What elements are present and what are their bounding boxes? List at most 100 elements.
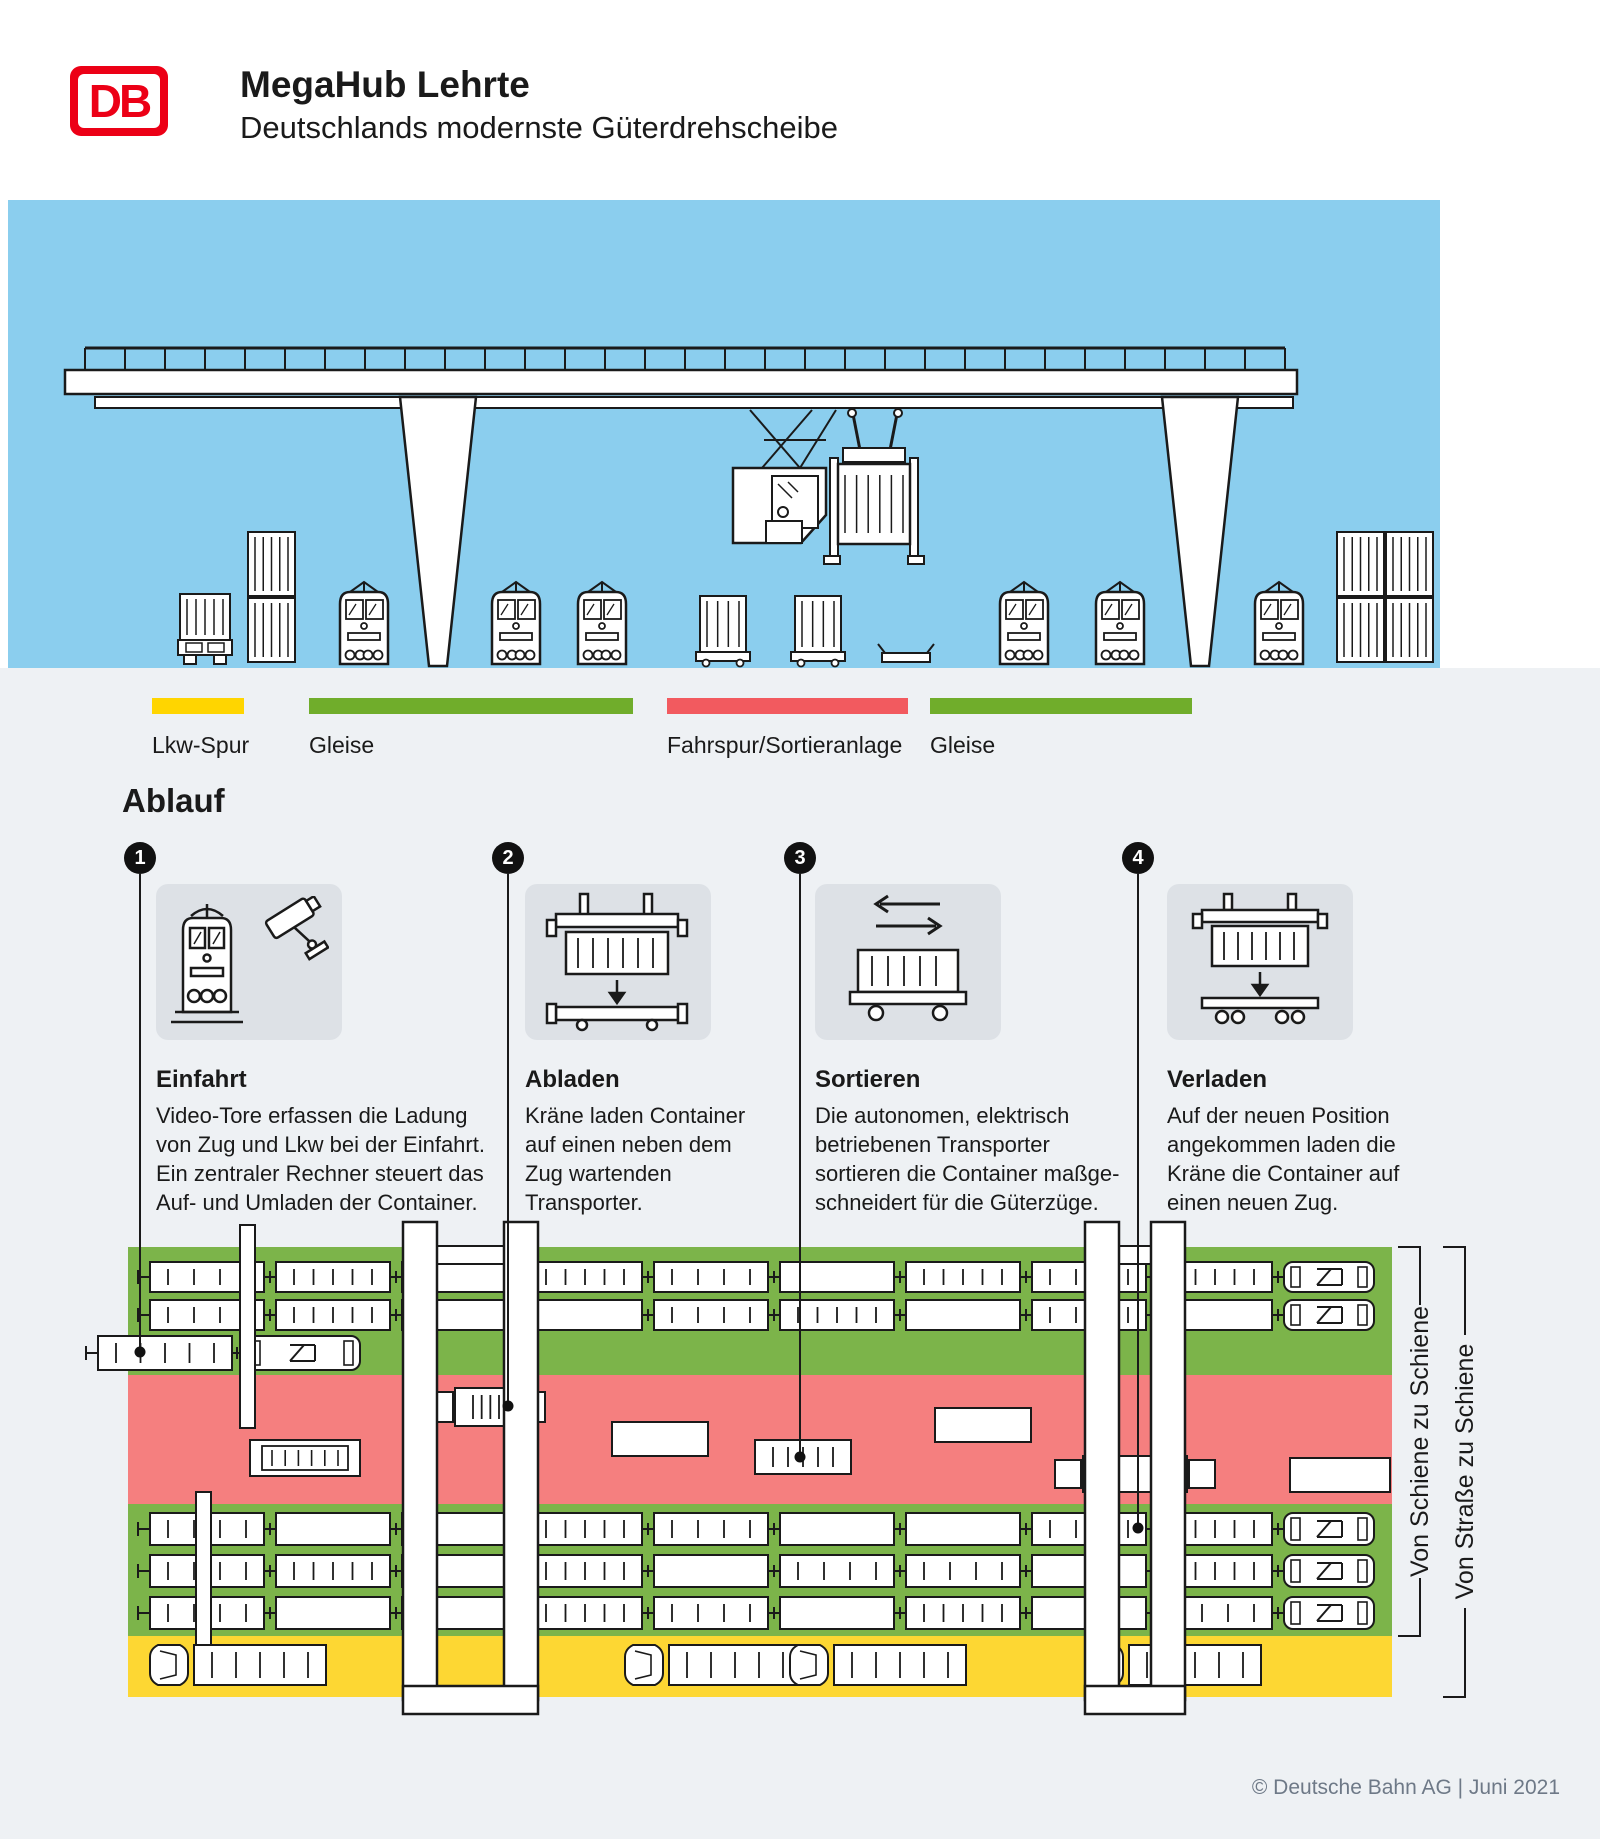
loco-wheel — [514, 649, 526, 661]
plan-wagon — [779, 1596, 895, 1630]
portal-crane-rail — [1083, 1220, 1121, 1702]
plan-loco — [1283, 1596, 1375, 1630]
plan-loco-pad — [1290, 1266, 1301, 1288]
plan-wagon — [275, 1596, 391, 1630]
plan-wagon — [653, 1596, 769, 1630]
loco-lamp — [512, 622, 520, 630]
portal-crane-rail — [1149, 1220, 1187, 1702]
plan-loco-pad — [343, 1340, 354, 1366]
loco-grill — [347, 632, 381, 641]
truck-wheel — [183, 654, 197, 665]
crane-unload-icon — [545, 892, 689, 1032]
step-icon-card — [156, 884, 342, 1040]
side-label-2: Von Straße zu Schiene — [1451, 1344, 1479, 1600]
plan-loco-pantograph — [1316, 1306, 1332, 1324]
loco-lamp — [1020, 622, 1028, 630]
step-number-1: 1 — [134, 847, 145, 869]
spreader-bar — [842, 447, 906, 463]
loco-wheel — [344, 649, 356, 661]
spreader-guide-foot — [823, 555, 841, 565]
portal-crane-bottom-bar — [401, 1684, 540, 1716]
loco-windshield — [603, 599, 622, 620]
plan-wagon — [905, 1512, 1021, 1546]
plan-loco-pantograph — [1316, 1520, 1332, 1538]
plan-loco-pad — [1357, 1266, 1368, 1288]
loco-wheel — [1287, 649, 1299, 661]
gantry-lower-chord — [94, 396, 1294, 409]
leader-dot-step-3 — [794, 1451, 806, 1463]
thin-crane-rail — [195, 1491, 212, 1651]
loco-windshield-glare — [1263, 603, 1272, 616]
plan-wagon — [779, 1512, 895, 1546]
plan-wagon — [653, 1554, 769, 1588]
loco-wheel — [1032, 649, 1044, 661]
plan-truck-cab — [149, 1644, 189, 1686]
loco-windshield — [517, 599, 536, 620]
plan-wagon — [275, 1512, 391, 1546]
plan-truck-windshield — [634, 1650, 652, 1680]
plan-loco-pad — [1290, 1601, 1301, 1625]
loco-wheel — [1022, 649, 1034, 661]
step-icon-card — [1167, 884, 1353, 1040]
cabin-window-glare — [787, 481, 799, 493]
portal-crane-crossbar — [436, 1245, 505, 1265]
transporter-wheel — [830, 658, 840, 668]
loco-windshield-glare — [586, 603, 595, 616]
loco-grill — [1262, 632, 1296, 641]
loco-windshield-glare — [1283, 603, 1292, 616]
side-label-1: Von Schiene zu Schiene — [1406, 1306, 1434, 1577]
sorting-transporter — [611, 1421, 709, 1457]
gantry-pylon-right — [1160, 395, 1240, 668]
side-bracket — [1443, 1246, 1466, 1335]
hanging-container — [836, 462, 912, 546]
page-subtitle: Deutschlands modernste Güterdrehscheibe — [240, 110, 838, 145]
truck-wheel — [213, 654, 227, 665]
db-logo-text: DB — [88, 75, 152, 127]
plan-truck-cab — [624, 1644, 664, 1686]
loco-wheel — [1277, 649, 1289, 661]
plan-wagon — [779, 1554, 895, 1588]
leader-dot-step-1 — [134, 1346, 146, 1358]
plan-loco-pantograph — [1316, 1268, 1332, 1286]
loco-windshield-glare — [1028, 603, 1037, 616]
plan-loco-pad — [1357, 1517, 1368, 1541]
loco-wheel — [496, 649, 508, 661]
loco-windshield-glare — [368, 603, 377, 616]
gantry-pylon-left — [398, 395, 478, 668]
loco-windshield — [1260, 599, 1279, 620]
crane-cabin-console — [765, 520, 803, 544]
step-title: Sortieren — [815, 1066, 921, 1093]
section-heading-ablauf: Ablauf — [122, 782, 225, 819]
loco-wheel — [1128, 649, 1140, 661]
legend-bar-2 — [309, 698, 633, 714]
transporter-base — [790, 651, 846, 662]
loco-wheel — [582, 649, 594, 661]
portal-crane-rail — [502, 1220, 540, 1702]
gantry-main-beam — [63, 368, 1299, 396]
loco-wheel — [1004, 649, 1016, 661]
step-number-4: 4 — [1132, 847, 1144, 869]
plan-wagon — [527, 1299, 643, 1331]
loco-windshield-glare — [500, 603, 509, 616]
legend-bar-1 — [152, 698, 244, 714]
legend-label-4: Gleise — [930, 732, 996, 758]
plan-loco-pantograph — [1316, 1604, 1332, 1622]
plan-truck-windshield — [799, 1650, 817, 1680]
step-number-2: 2 — [502, 847, 513, 869]
plan-wagon — [653, 1261, 769, 1293]
cabin-window-glare — [777, 483, 793, 499]
loco-windshield — [1101, 599, 1120, 620]
train-camera-icon — [171, 896, 329, 1024]
loco-wheel — [1118, 649, 1130, 661]
db-logo: DB — [70, 66, 168, 136]
loco-lamp — [598, 622, 606, 630]
loco-wheel — [1100, 649, 1112, 661]
legend-label-3: Fahrspur/Sortieranlage — [667, 732, 903, 758]
transporter-side-tab — [1188, 1459, 1216, 1489]
transporter-wheel — [796, 658, 806, 668]
step-number-circle — [1122, 842, 1154, 874]
